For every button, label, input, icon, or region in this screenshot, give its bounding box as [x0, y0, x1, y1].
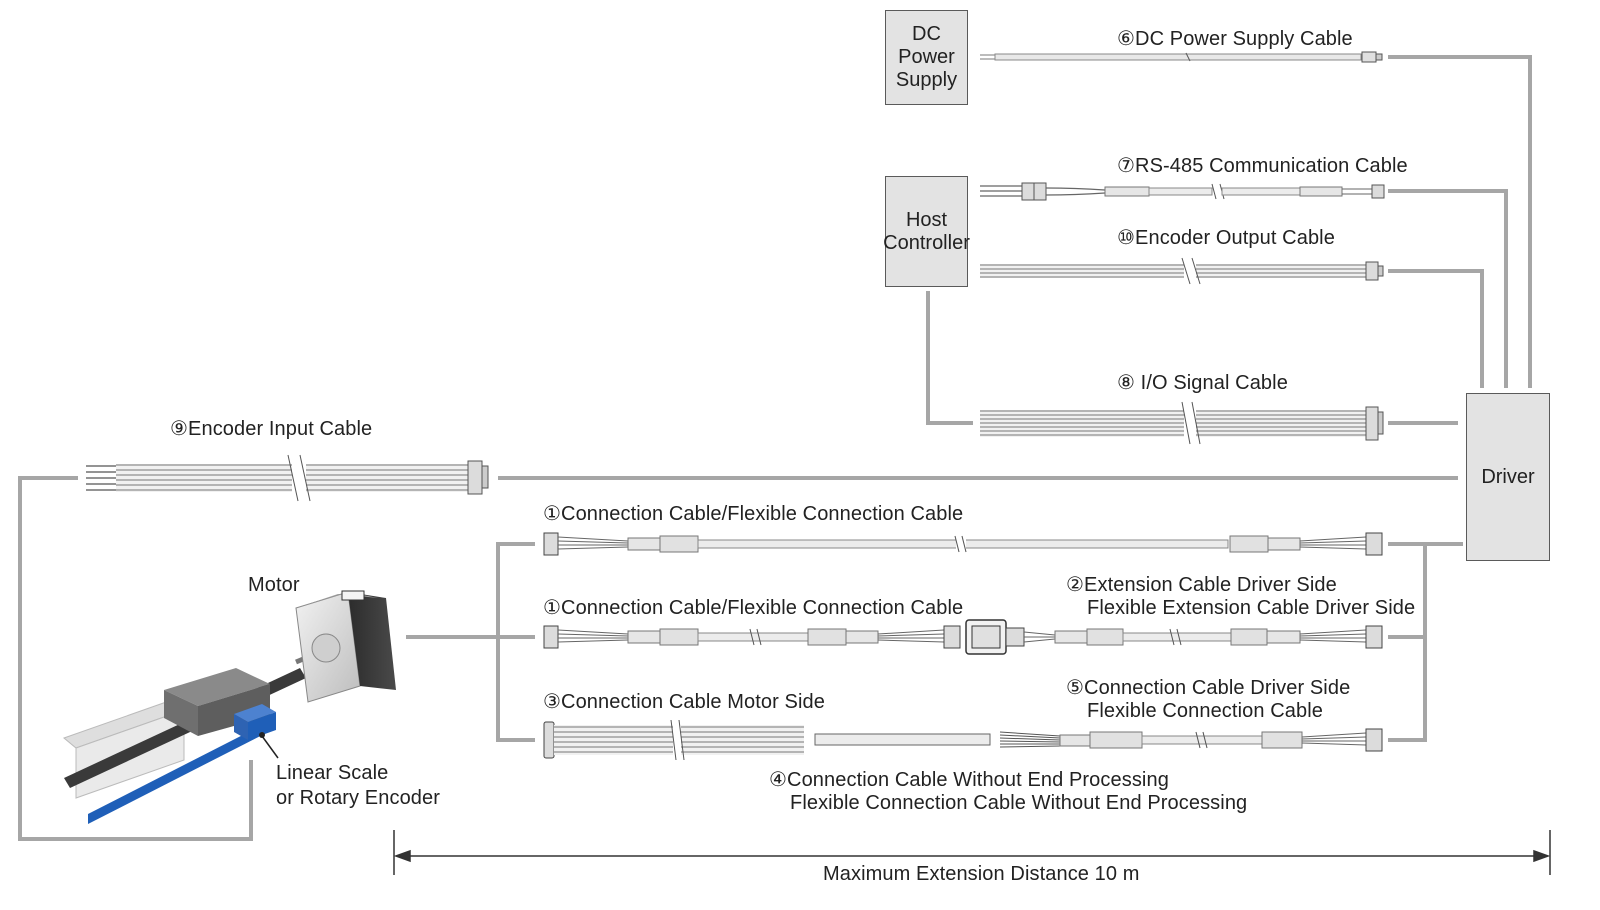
encoder-label-line-1: Linear Scale: [276, 762, 389, 784]
rs485-line: [1388, 189, 1508, 388]
driver-label: Driver: [1481, 465, 1535, 488]
extension-cable-line-1: ②Extension Cable Driver Side: [1066, 574, 1337, 596]
host-controller-box: Host Controller: [883, 176, 970, 287]
encoder-label: Linear Scale or Rotary Encoder: [276, 761, 440, 811]
encoder-output-cable-drawing: [980, 257, 1384, 285]
connection-cable-3-4-5-drawing: [543, 719, 1383, 761]
dc-power-supply-line-1: DC: [912, 23, 941, 45]
connection-cable-driver-side-label: ⑤Connection Cable Driver Side Flexible C…: [1066, 677, 1350, 723]
encoder-input-line-encoder: [18, 476, 253, 841]
without-end-processing-line-1: ④Connection Cable Without End Processing: [769, 769, 1169, 791]
dc-power-line: [1388, 55, 1532, 388]
connection-cable-1b-drawing: [543, 619, 1383, 655]
extension-cable-line-2: Flexible Extension Cable Driver Side: [1087, 597, 1416, 619]
connection-driver-side-line-1: ⑤Connection Cable Driver Side: [1066, 677, 1351, 699]
dc-power-cable-label: ⑥DC Power Supply Cable: [1117, 28, 1353, 50]
io-signal-cable-drawing: [980, 401, 1384, 445]
driver-bus-line: [1388, 542, 1463, 742]
motor-illustration: [63, 590, 396, 824]
host-controller-line-1: Host: [905, 208, 948, 231]
rs485-cable-label: ⑦RS-485 Communication Cable: [1117, 155, 1408, 177]
encoder-label-line-2: or Rotary Encoder: [276, 787, 440, 809]
connection-driver-side-line-2: Flexible Connection Cable: [1087, 700, 1323, 722]
connection-lines: [18, 55, 1532, 841]
without-end-processing-label: ④Connection Cable Without End Processing…: [769, 769, 1247, 815]
encoder-output-line: [1388, 269, 1484, 388]
connection-cable-1a-drawing: [543, 532, 1383, 556]
host-controller-line-2: Controller: [883, 231, 970, 254]
encoder-input-cable-drawing: [86, 454, 489, 502]
connection-cable-motor-side-label: ③Connection Cable Motor Side: [543, 691, 825, 713]
rs485-cable-drawing: [980, 182, 1385, 201]
dc-power-supply-line-2: Power: [898, 46, 955, 68]
distance-label: Maximum Extension Distance 10 m: [823, 863, 1140, 885]
dc-power-supply-box: DC Power Supply: [885, 10, 968, 105]
connection-cable-1b-label: ①Connection Cable/Flexible Connection Ca…: [543, 597, 964, 619]
connection-cable-1a-label: ①Connection Cable/Flexible Connection Ca…: [543, 503, 964, 525]
io-signal-line-host: [926, 291, 973, 425]
motor-bus-line: [496, 542, 535, 742]
io-signal-cable-label: ⑧ I/O Signal Cable: [1117, 372, 1288, 394]
driver-box: Driver: [1466, 393, 1550, 561]
dc-power-supply-line-3: Supply: [895, 69, 958, 91]
dc-power-cable-drawing: [980, 51, 1383, 63]
extension-cable-driver-side-label: ②Extension Cable Driver Side Flexible Ex…: [1066, 574, 1415, 620]
encoder-output-cable-label: ⑩Encoder Output Cable: [1117, 227, 1335, 249]
distance-dimension: [393, 830, 1551, 875]
motor-label: Motor: [248, 574, 300, 596]
without-end-processing-line-2: Flexible Connection Cable Without End Pr…: [790, 792, 1248, 814]
encoder-input-cable-label: ⑨Encoder Input Cable: [170, 418, 373, 440]
